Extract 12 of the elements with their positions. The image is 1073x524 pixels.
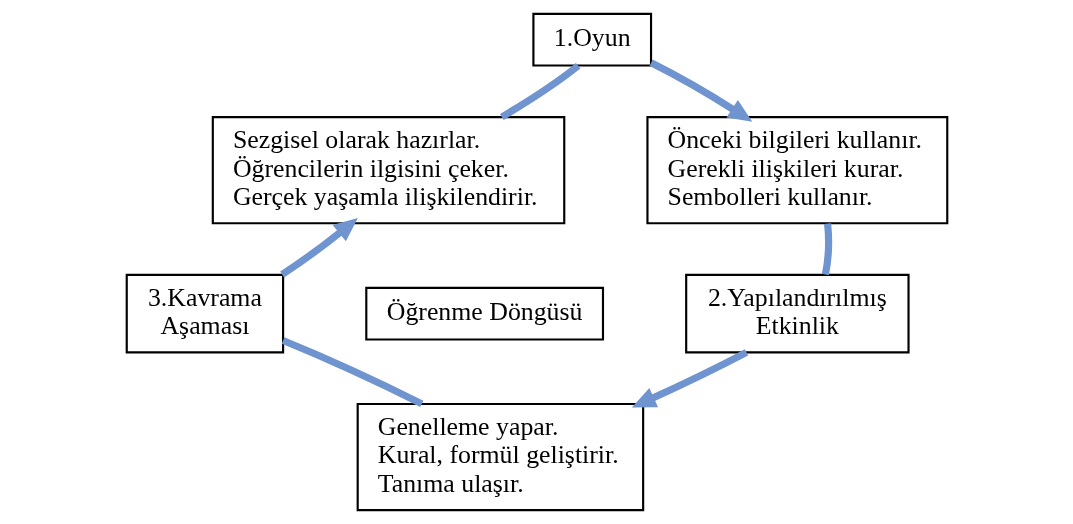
- arrow: [631, 349, 748, 408]
- arrow: [279, 217, 358, 278]
- arrow: [649, 59, 752, 122]
- node-box: Öğrenme Döngüsü: [364, 286, 604, 341]
- connector: [499, 62, 580, 121]
- node-box: 3.Kavrama Aşaması: [125, 273, 284, 354]
- connector: [281, 337, 423, 408]
- node-box: 1.Oyun: [531, 12, 652, 67]
- node-box: 2.Yapılandırılmış Etkinlik: [684, 273, 910, 354]
- node-box: Genelleme yapar. Kural, formül geliştirir. Tanıma ulaşır.: [356, 402, 644, 512]
- node-box: Sezgisel olarak hazırlar. Öğrencilerin ilgisini çeker. Gerçek yaşamla ilişkilendirir.: [211, 116, 565, 225]
- node-box: Önceki bilgileri kullanır. Gerekli ilişkileri kurar. Sembolleri kullanır.: [645, 116, 948, 225]
